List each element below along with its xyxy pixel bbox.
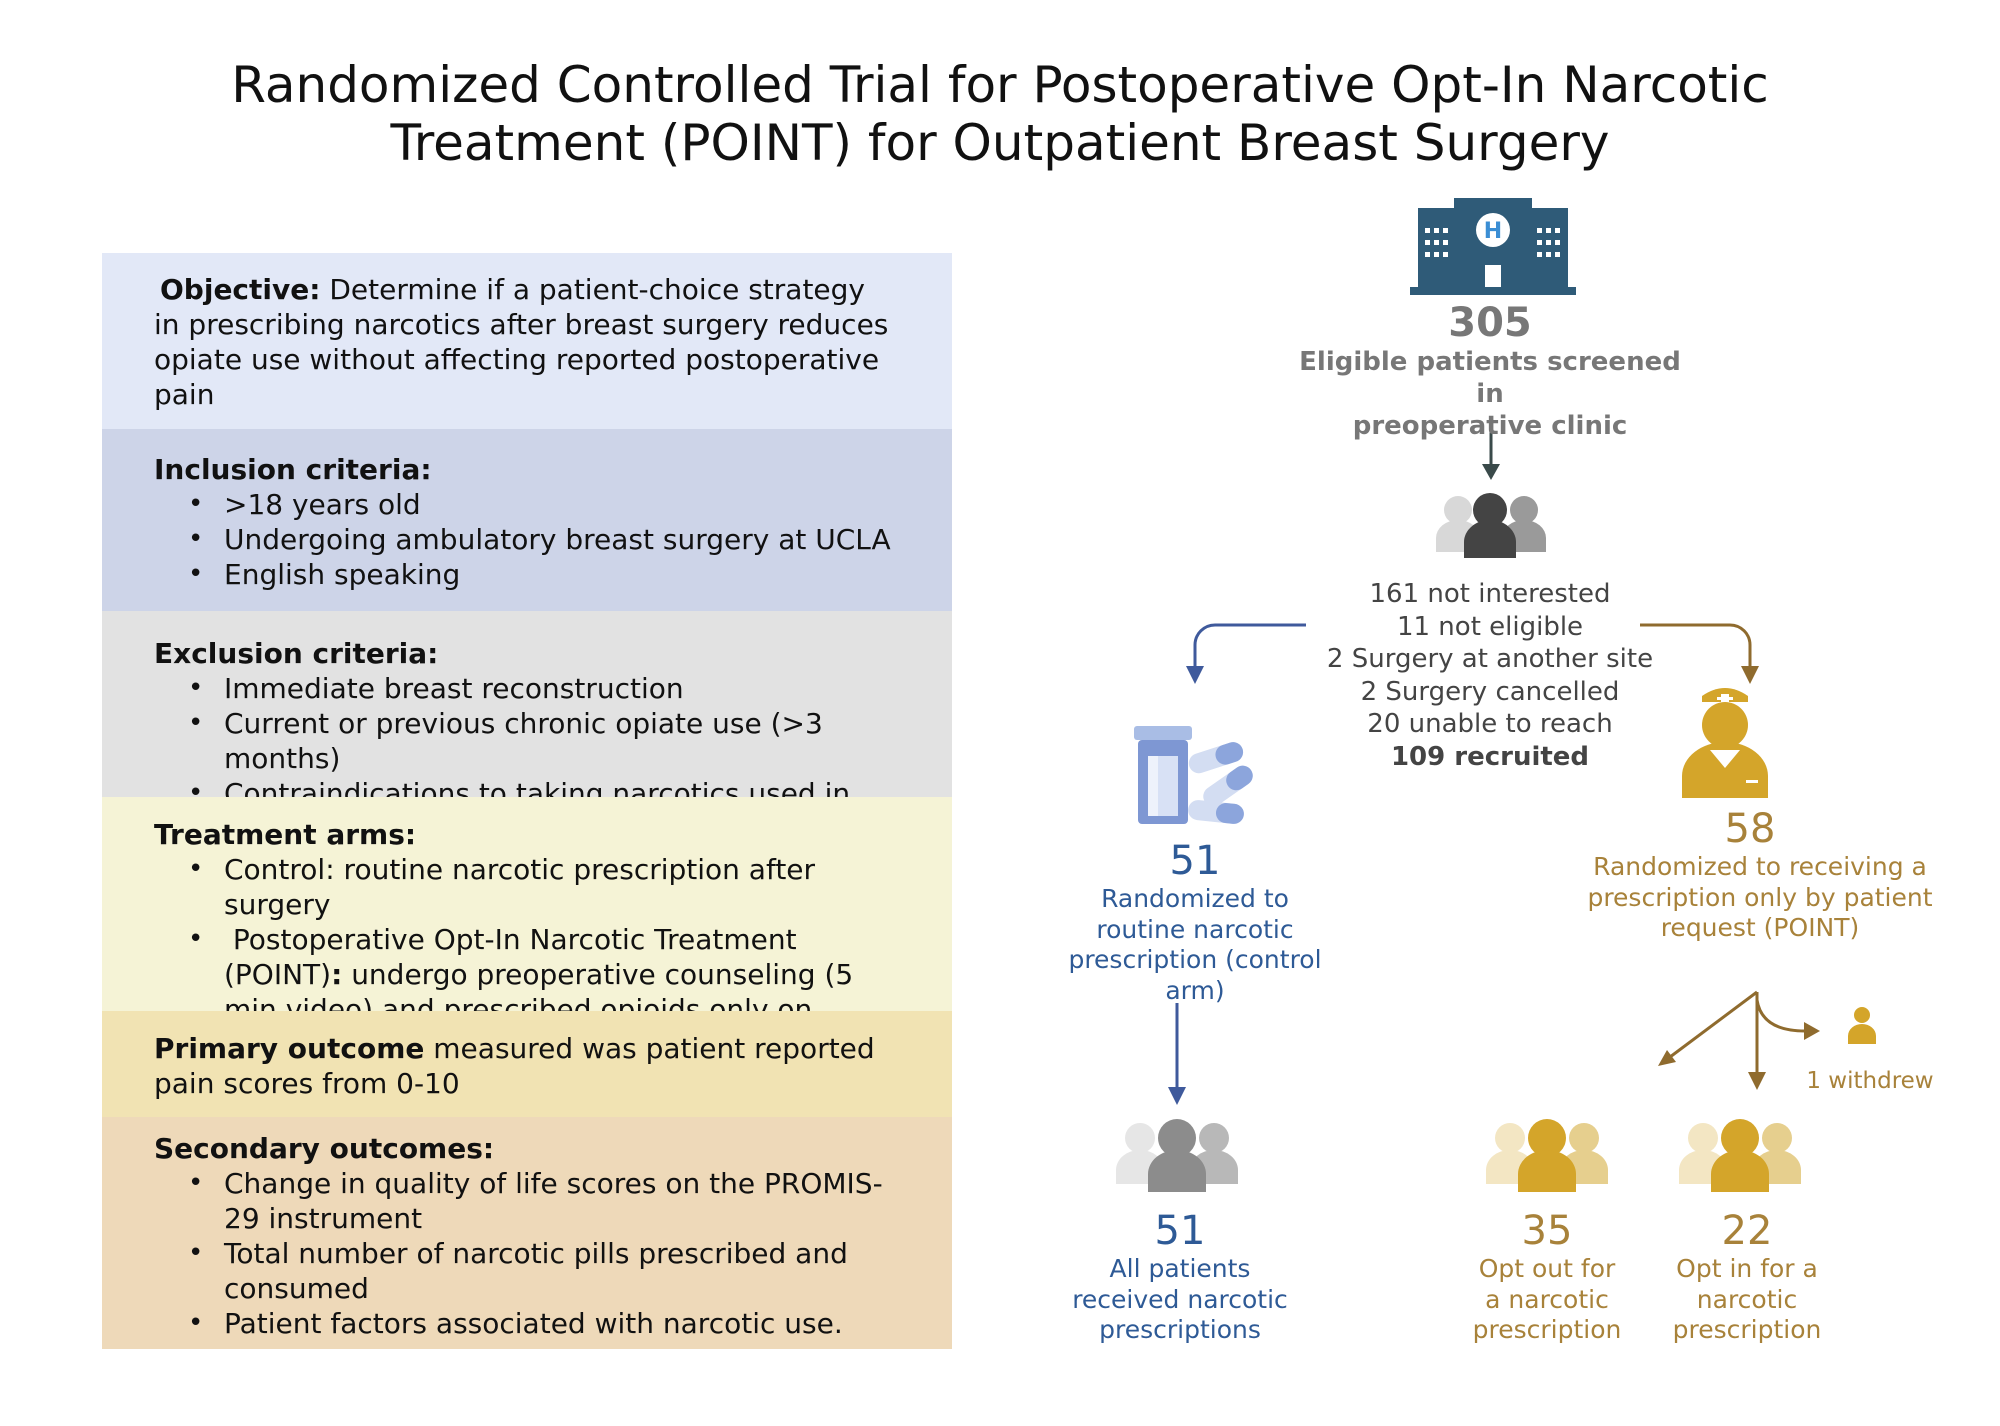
title-line-2: Treatment (POINT) for Outpatient Breast … <box>390 114 1610 172</box>
list-item: Contraindications to taking narcotics us… <box>154 776 892 797</box>
screened-count: 305 <box>1448 300 1532 346</box>
arrow-head <box>1658 1050 1676 1066</box>
list-item: Control: routine narcotic prescription a… <box>154 852 892 922</box>
arrow-to-control <box>1193 623 1306 672</box>
list-item: Patient factors associated with narcotic… <box>154 1306 892 1341</box>
arrow-head <box>1186 666 1204 684</box>
arrow-head <box>1168 1087 1186 1105</box>
opt-in-label: Opt in for a narcotic prescription <box>1662 1254 1832 1346</box>
secondary-list: Change in quality of life scores on the … <box>154 1166 892 1341</box>
control-outcome-block: 51 All patients received narcotic prescr… <box>1060 1208 1300 1346</box>
label-line: routine narcotic <box>1096 914 1294 944</box>
opt-in-block: 22 Opt in for a narcotic prescription <box>1662 1208 1832 1346</box>
exclusion-line: 20 unable to reach <box>1367 709 1613 739</box>
arrow-head <box>1748 1072 1766 1090</box>
inclusion-list: >18 years old Undergoing ambulatory brea… <box>154 487 892 592</box>
withdrew-label: 1 withdrew <box>1806 1068 1934 1094</box>
title-line-1: Randomized Controlled Trial for Postoper… <box>231 56 1769 114</box>
point-arm-colon: : <box>331 958 343 991</box>
point-arm-label: Postoperative Opt-In Narcotic Treatment … <box>224 923 797 991</box>
opt-in-count: 22 <box>1721 1208 1773 1254</box>
list-item: Current or previous chronic opiate use (… <box>154 706 892 776</box>
arrow-to-point <box>1640 623 1752 672</box>
arrow-head <box>1741 666 1759 684</box>
label-line: prescription (control <box>1068 945 1322 974</box>
page-title: Randomized Controlled Trial for Postoper… <box>0 56 2000 172</box>
exclusion-line: 2 Surgery cancelled <box>1360 676 1620 707</box>
point-label: Randomized to receiving a prescription o… <box>1570 852 1950 944</box>
list-item: Total number of narcotic pills prescribe… <box>154 1236 892 1306</box>
control-outcome-label: All patients received narcotic prescript… <box>1060 1254 1300 1346</box>
secondary-label: Secondary outcomes: <box>154 1132 495 1165</box>
treatment-list: Control: routine narcotic prescription a… <box>154 852 892 1011</box>
point-arm-block: 58 Randomized to receiving a prescriptio… <box>1570 806 1950 944</box>
exclusion-label: Exclusion criteria: <box>154 637 439 670</box>
control-outcome-count: 51 <box>1154 1208 1206 1254</box>
screened-block: 305 Eligible patients screened in preope… <box>1290 300 1690 442</box>
list-item: English speaking <box>154 557 892 592</box>
list-item: Undergoing ambulatory breast surgery at … <box>154 522 892 557</box>
exclusion-panel: Exclusion criteria: Immediate breast rec… <box>102 611 952 797</box>
primary-outcome-panel: Primary outcome measured was patient rep… <box>102 1011 952 1117</box>
label-line: prescription only by patient <box>1587 882 1933 912</box>
recruited-count: 109 recruited <box>1390 741 1590 772</box>
label-line: Opt in for a <box>1676 1254 1818 1283</box>
arrow-to-withdrew <box>1755 999 1809 1033</box>
label-line: prescription <box>1672 1315 1822 1344</box>
person-icon <box>1848 1007 1876 1044</box>
label-line: request (POINT) <box>1660 913 1860 942</box>
svg-text:H: H <box>1484 219 1502 244</box>
point-count: 58 <box>1724 806 1776 852</box>
exclusions-block: 161 not interested 11 not eligible 2 Sur… <box>1300 578 1680 773</box>
nurse-icon <box>1682 688 1768 798</box>
label-line: a narcotic <box>1485 1284 1609 1314</box>
primary-label: Primary outcome <box>154 1032 425 1065</box>
screened-label-1: Eligible patients screened in <box>1299 347 1681 409</box>
control-label: Randomized to routine narcotic prescript… <box>1060 884 1330 1006</box>
people-group-icon <box>1436 493 1546 558</box>
list-item: Postoperative Opt-In Narcotic Treatment … <box>154 922 892 1011</box>
arrow-to-opt-out <box>1665 990 1758 1062</box>
arrow-head <box>1482 464 1500 480</box>
label-line: narcotic <box>1696 1284 1798 1314</box>
label-line: Randomized to receiving a <box>1593 852 1927 881</box>
control-arm-block: 51 Randomized to routine narcotic prescr… <box>1060 838 1330 1006</box>
secondary-outcomes-panel: Secondary outcomes: Change in quality of… <box>102 1117 952 1349</box>
treatment-label: Treatment arms: <box>154 818 417 851</box>
people-group-icon <box>1116 1119 1238 1192</box>
label-line: Opt out for <box>1478 1254 1616 1283</box>
label-line: prescription <box>1472 1315 1622 1344</box>
exclusion-line: 161 not interested <box>1369 579 1611 609</box>
opt-out-count: 35 <box>1521 1208 1573 1254</box>
label-line: arm) <box>1165 975 1225 1005</box>
opt-out-block: 35 Opt out for a narcotic prescription <box>1462 1208 1632 1346</box>
list-item: Change in quality of life scores on the … <box>154 1166 892 1236</box>
hospital-icon: H <box>1410 198 1576 295</box>
primary-text: measured was patient reported pain score… <box>154 1032 875 1100</box>
treatment-panel: Treatment arms: Control: routine narcoti… <box>102 797 952 1011</box>
list-item: Immediate breast reconstruction <box>154 671 892 706</box>
exclusion-list: Immediate breast reconstruction Current … <box>154 671 892 797</box>
objective-text: Determine if a patient-choice strategy i… <box>154 273 889 411</box>
people-group-icon <box>1486 1119 1608 1192</box>
exclusion-line: 2 Surgery at another site <box>1326 644 1654 674</box>
screened-label-2: preoperative clinic <box>1352 411 1628 441</box>
pill-bottle-icon <box>1134 726 1253 824</box>
inclusion-label: Inclusion criteria: <box>154 453 432 486</box>
point-arm-text: undergo preoperative counseling (5 min v… <box>224 958 854 1011</box>
label-line: Randomized to <box>1101 884 1289 913</box>
people-group-icon <box>1679 1119 1801 1192</box>
control-count: 51 <box>1169 838 1221 884</box>
label-line: All patients <box>1109 1254 1251 1283</box>
exclusion-line: 11 not eligible <box>1396 611 1584 642</box>
opt-out-label: Opt out for a narcotic prescription <box>1462 1254 1632 1346</box>
inclusion-panel: Inclusion criteria: >18 years old Underg… <box>102 429 952 611</box>
objective-panel: Objective: Determine if a patient-choice… <box>102 253 952 429</box>
label-line: prescriptions <box>1099 1315 1261 1344</box>
label-line: received narcotic <box>1072 1284 1288 1314</box>
list-item: >18 years old <box>154 487 892 522</box>
objective-label: Objective: <box>160 273 321 306</box>
arrow-head <box>1804 1022 1820 1040</box>
